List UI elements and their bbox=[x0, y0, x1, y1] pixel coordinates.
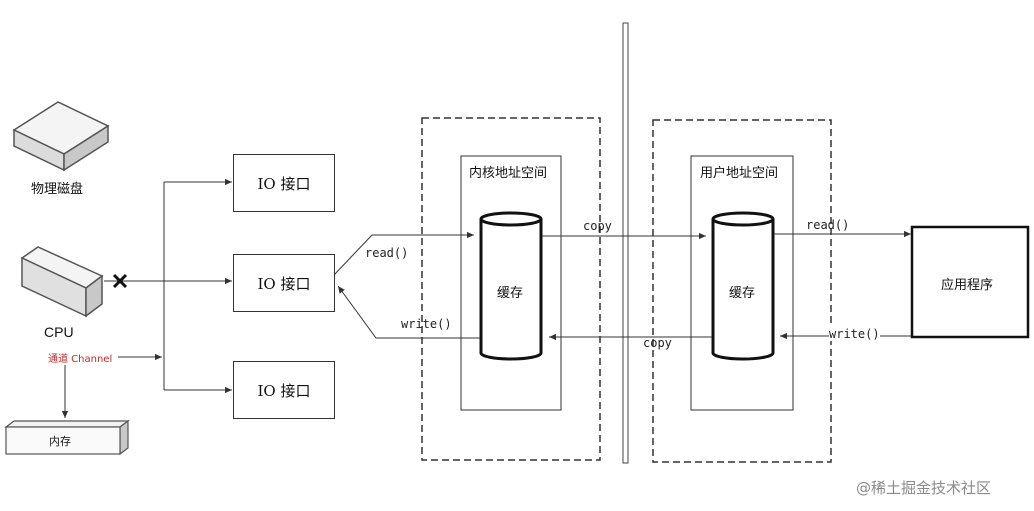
cpu-label: CPU bbox=[44, 324, 74, 340]
kernel-buffer-label: 缓存 bbox=[497, 286, 524, 301]
app-write-label: write() bbox=[829, 327, 880, 341]
memory-label: 内存 bbox=[49, 435, 71, 448]
channel-bracket bbox=[163, 178, 232, 394]
physical-disk-label: 物理磁盘 bbox=[31, 182, 84, 197]
user-buffer-cylinder bbox=[711, 211, 775, 361]
user-space-box bbox=[690, 155, 794, 411]
copy-to-user-label: copy bbox=[583, 219, 612, 233]
io-interface-box: IO 接口 bbox=[233, 361, 335, 419]
io-interface-box: IO 接口 bbox=[233, 154, 335, 212]
kernel-space-title: 内核地址空间 bbox=[469, 166, 548, 181]
blocked-x-icon bbox=[112, 273, 128, 289]
memory-icon bbox=[4, 419, 130, 456]
io-write-arrow bbox=[337, 285, 480, 339]
kernel-dashed-region bbox=[421, 117, 601, 461]
kernel-space-box bbox=[460, 155, 562, 411]
channel-label: 通道 Channel bbox=[48, 350, 113, 365]
application-box bbox=[910, 225, 1030, 339]
application-label: 应用程序 bbox=[941, 278, 994, 293]
io-write-label: write() bbox=[401, 317, 452, 331]
user-buffer-label: 缓存 bbox=[729, 286, 756, 301]
io-read-arrow bbox=[333, 231, 474, 276]
kernel-user-divider bbox=[622, 22, 629, 464]
physical-disk-icon bbox=[12, 101, 110, 172]
user-dashed-region bbox=[652, 119, 832, 463]
user-space-title: 用户地址空间 bbox=[700, 166, 779, 181]
io-interface-box: IO 接口 bbox=[233, 254, 335, 312]
app-read-label: read() bbox=[806, 218, 850, 232]
copy-to-kernel-label: copy bbox=[643, 336, 672, 350]
kernel-buffer-cylinder bbox=[479, 211, 543, 361]
watermark: @稀土掘金技术社区 bbox=[856, 479, 992, 497]
io-read-label: read() bbox=[365, 246, 409, 260]
cpu-icon bbox=[20, 246, 104, 318]
